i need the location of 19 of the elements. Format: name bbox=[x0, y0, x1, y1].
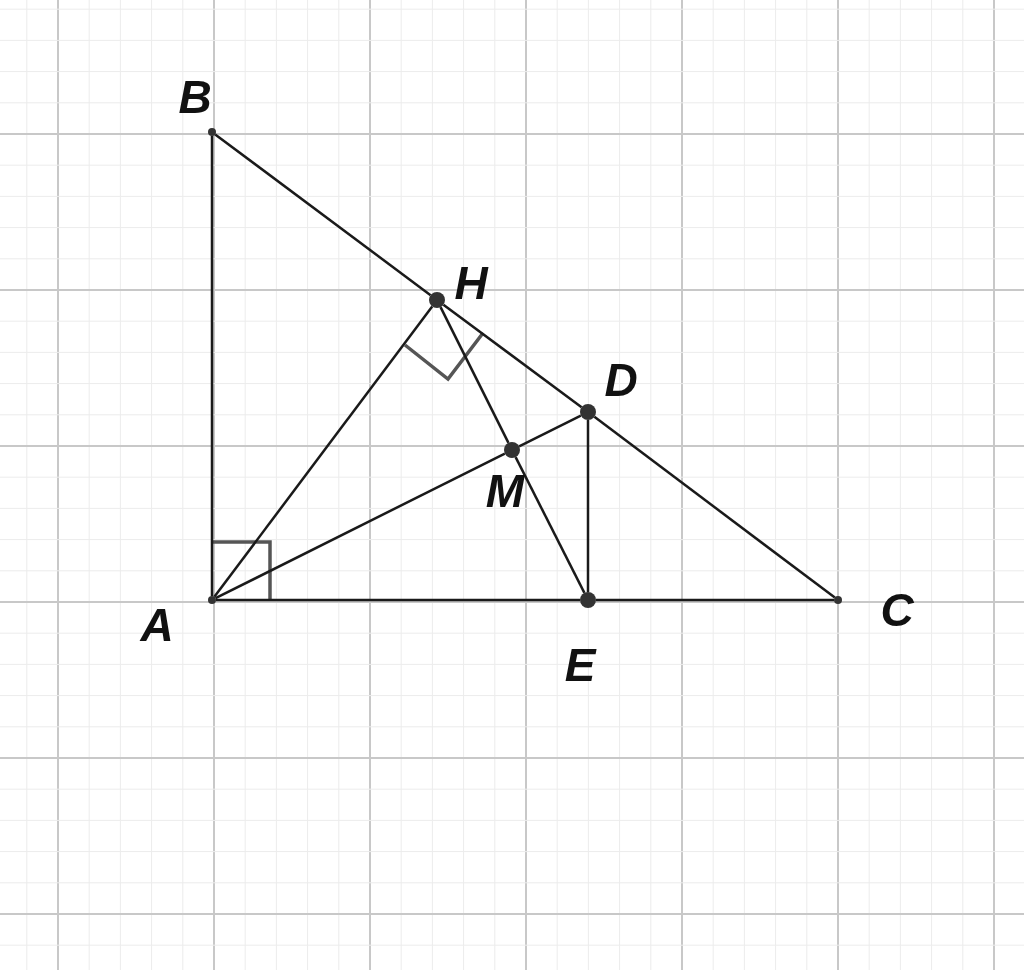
point-label: A bbox=[140, 602, 174, 648]
line-segment bbox=[586, 420, 590, 592]
point-label: H bbox=[454, 260, 488, 306]
line-segment bbox=[518, 414, 582, 448]
line-segment bbox=[213, 305, 434, 598]
line-segment bbox=[210, 136, 214, 596]
point-label: B bbox=[178, 74, 212, 120]
line-segment bbox=[442, 303, 583, 409]
point-label: E bbox=[564, 642, 596, 688]
line-segment bbox=[216, 598, 580, 602]
line-segment bbox=[214, 133, 432, 297]
point-label: C bbox=[880, 587, 914, 633]
line-segment bbox=[215, 452, 506, 600]
point-label: D bbox=[604, 357, 638, 403]
line-segment bbox=[596, 598, 834, 602]
line-segment bbox=[514, 456, 586, 594]
point-label: M bbox=[485, 468, 525, 514]
line-segment bbox=[593, 415, 836, 599]
line-segment bbox=[439, 306, 510, 444]
